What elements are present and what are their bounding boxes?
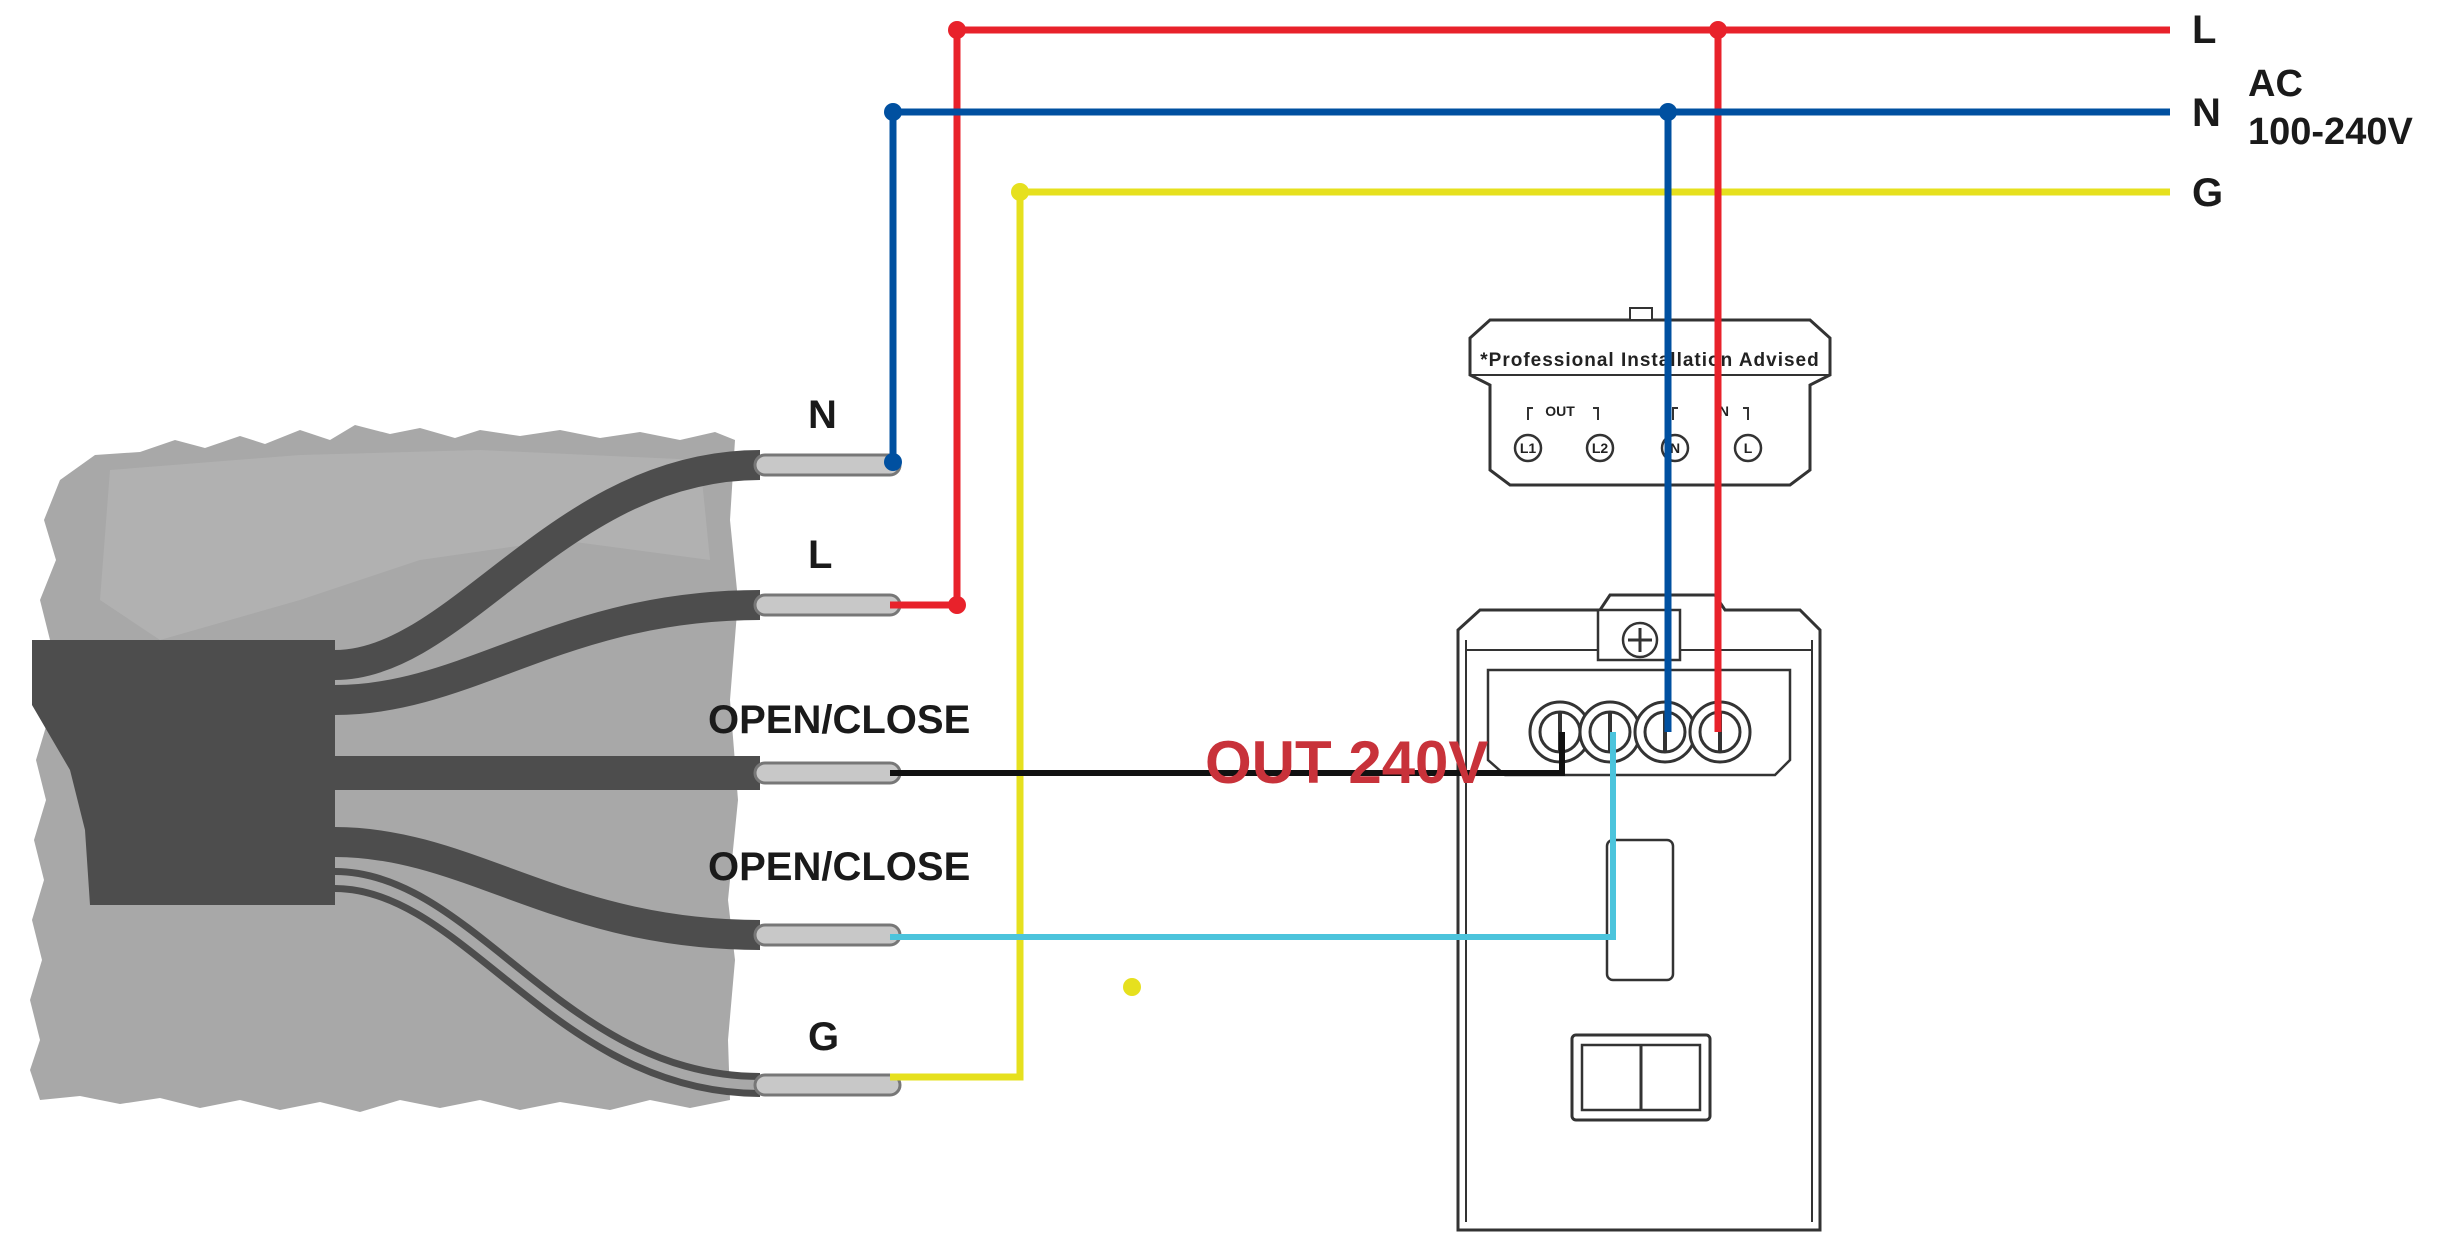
terminal-l-label: L: [1744, 440, 1753, 456]
motor-wire-labels: N L OPEN/CLOSE OPEN/CLOSE G: [708, 393, 970, 1059]
junction-dots: [884, 21, 1727, 996]
junction-ground-left: [1011, 183, 1029, 201]
cable-g-inner: [334, 875, 761, 1090]
stray-dot: [1123, 978, 1141, 996]
plate-terminal-l: L: [1733, 407, 1763, 463]
out-group-label: OUT: [1545, 403, 1575, 419]
supply-g-label: G: [2192, 171, 2223, 215]
wire-end-g: [753, 1073, 902, 1097]
motor-open-close-2-label: OPEN/CLOSE: [708, 845, 970, 889]
junction-neutral-motor: [884, 453, 902, 471]
bracket-icon: [1593, 407, 1599, 420]
bracket-icon: [1527, 407, 1533, 420]
junction-neutral-left: [884, 103, 902, 121]
screw-cross: [1628, 628, 1652, 652]
install-notice: *Professional Installation Advised: [1480, 350, 1819, 371]
wire-live-motor: [890, 26, 2170, 609]
output-voltage-label: OUT 240V: [1205, 729, 1488, 796]
terminal-l-circle: [1733, 433, 1763, 463]
junction-live-motor: [948, 596, 966, 614]
wire-ground: [890, 188, 2170, 1081]
plate-terminal-l1: L1: [1513, 407, 1543, 463]
terminal-l1-circle: [1513, 433, 1543, 463]
terminal-n-label: N: [1670, 440, 1680, 456]
voltage-label: 100-240V: [2248, 111, 2413, 153]
motor-l-label: L: [808, 533, 832, 577]
motor-open-close-1-label: OPEN/CLOSE: [708, 698, 970, 742]
terminal-l2-label: L2: [1592, 440, 1609, 456]
supply-n-label: N: [2192, 91, 2221, 135]
device-plate-tab: [1629, 307, 1653, 321]
supply-labels: L N G AC 100-240V: [2192, 8, 2413, 215]
junction-live-right: [1709, 21, 1727, 39]
terminal-l1-label: L1: [1520, 440, 1537, 456]
junction-live-left: [948, 21, 966, 39]
wire-out-cyan: [890, 732, 1616, 940]
wire-end-l: [753, 593, 902, 617]
cable-n: [334, 450, 761, 680]
wall-texture: [100, 450, 710, 640]
rocker-switch: [1570, 1033, 1712, 1122]
junction-neutral-right: [1659, 103, 1677, 121]
ac-label: AC: [2248, 63, 2303, 105]
wire-end-open-close-1: [753, 761, 902, 785]
bracket-icon: [1743, 407, 1749, 420]
plate-terminal-l2: L2: [1585, 407, 1615, 463]
cable-l: [334, 590, 761, 715]
motor-g-label: G: [808, 1015, 839, 1059]
device-body: [1456, 593, 1822, 1232]
indicator-slot: [1605, 838, 1675, 982]
device-plate: *Professional Installation Advised OUT I…: [1468, 307, 1832, 487]
cable-open-close-2: [334, 827, 761, 950]
wire-ends: [753, 453, 902, 1097]
motor-n-label: N: [808, 393, 837, 437]
terminal-l2-circle: [1585, 433, 1615, 463]
bracket-icon: [1672, 407, 1678, 420]
cable-sheath: [32, 640, 335, 905]
wire-out-black: [890, 732, 1565, 776]
wire-end-n: [753, 453, 902, 477]
cable-bundle: [32, 450, 761, 1097]
wire-end-open-close-2: [753, 923, 902, 947]
supply-l-label: L: [2192, 8, 2216, 52]
